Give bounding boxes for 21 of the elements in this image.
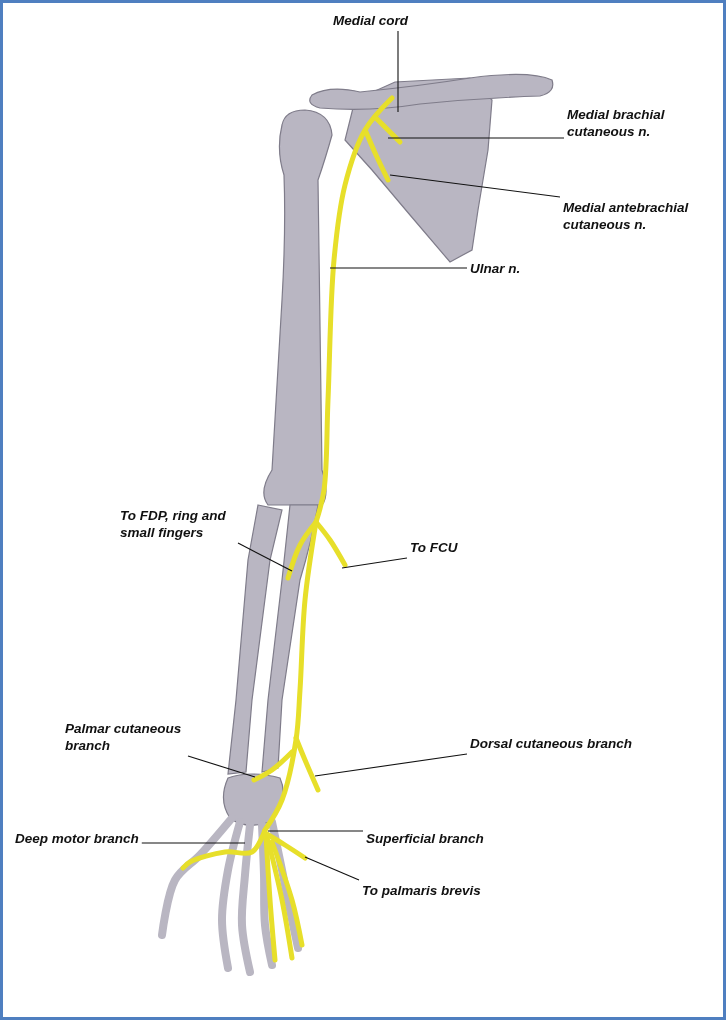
leader-line [341,557,408,569]
anatomy-label: Deep motor branch [15,830,139,847]
leader-line [389,174,561,198]
anatomy-label: To FDP, ring and small fingers [120,507,235,541]
leader-line [314,753,468,777]
anatomy-label: Superficial branch [366,830,484,847]
leader-line [304,856,360,881]
anatomy-label: Ulnar n. [470,260,521,277]
anatomy-label: Medial cord [333,12,408,29]
leader-line [267,830,364,832]
anatomy-label: Medial brachial cutaneous n. [567,106,692,140]
anatomy-label: To FCU [410,539,458,556]
anatomy-label: Medial antebrachial cutaneous n. [563,199,698,233]
leader-line [141,842,246,844]
anatomy-label: Palmar cutaneous branch [65,720,185,754]
leader-line [387,137,565,139]
anatomy-label: To palmaris brevis [362,882,481,899]
anatomy-label: Dorsal cutaneous branch [470,735,633,752]
leader-line [187,755,256,778]
leader-line [329,267,468,269]
leader-line [397,30,399,113]
